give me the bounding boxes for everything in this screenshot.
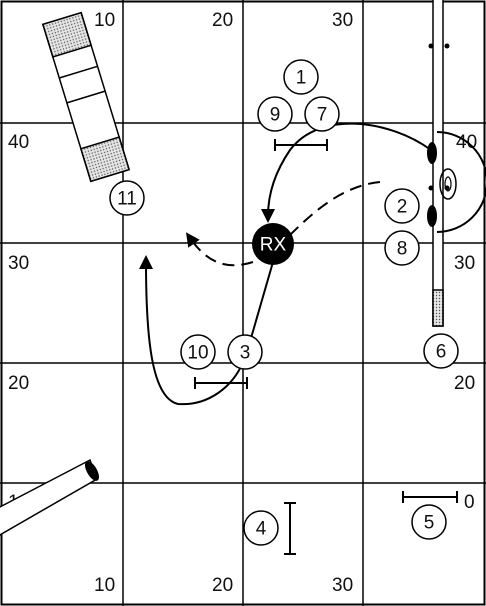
a-frame xyxy=(41,11,131,183)
tunnel xyxy=(0,458,99,536)
left-label-20: 20 xyxy=(8,373,29,394)
right-label-30: 30 xyxy=(454,253,475,274)
jump-bar-5 xyxy=(402,491,458,503)
svg-text:5: 5 xyxy=(424,513,435,534)
jump-bar-3 xyxy=(194,377,248,389)
right-label-10: 0 xyxy=(464,492,475,513)
svg-text:8: 8 xyxy=(397,239,408,260)
dog-path xyxy=(139,122,432,406)
svg-text:4: 4 xyxy=(256,519,267,540)
svg-text:7: 7 xyxy=(317,105,328,126)
top-label-10: 10 xyxy=(94,10,115,31)
marker-5: 5 xyxy=(411,504,447,540)
handler-path xyxy=(185,181,381,267)
marker-1: 1 xyxy=(283,59,319,95)
marker-10: 10 xyxy=(180,334,216,370)
svg-text:11: 11 xyxy=(117,189,137,210)
right-label-20: 20 xyxy=(454,373,475,394)
svg-text:RX: RX xyxy=(260,235,287,256)
svg-text:3: 3 xyxy=(240,343,251,364)
marker-4: 4 xyxy=(243,510,279,546)
top-label-20: 20 xyxy=(212,10,233,31)
marker-3: 3 xyxy=(227,334,263,370)
marker-11: 11 xyxy=(109,180,145,216)
handler-position-rx: RX xyxy=(252,223,294,265)
marker-9: 9 xyxy=(257,96,293,132)
marker-8: 8 xyxy=(384,230,420,266)
top-label-30: 30 xyxy=(332,10,353,31)
jump-bar-7-9 xyxy=(274,139,328,151)
jump-bar-4 xyxy=(284,502,296,555)
marker-2: 2 xyxy=(384,188,420,224)
svg-text:10: 10 xyxy=(187,343,208,364)
marker-7: 7 xyxy=(304,96,340,132)
jump-bars xyxy=(194,139,458,555)
tire xyxy=(427,131,486,233)
grid-labels: 10 20 30 10 20 30 40 30 20 1 40 30 20 0 xyxy=(8,10,477,596)
svg-text:2: 2 xyxy=(397,197,408,218)
marker-6: 6 xyxy=(423,333,459,369)
bottom-label-30: 30 xyxy=(332,575,353,596)
svg-text:6: 6 xyxy=(436,342,447,363)
svg-text:1: 1 xyxy=(296,68,307,89)
bottom-label-20: 20 xyxy=(212,575,233,596)
bottom-label-10: 10 xyxy=(94,575,115,596)
left-label-40: 40 xyxy=(8,132,29,153)
left-label-30: 30 xyxy=(8,253,29,274)
svg-text:9: 9 xyxy=(270,105,281,126)
